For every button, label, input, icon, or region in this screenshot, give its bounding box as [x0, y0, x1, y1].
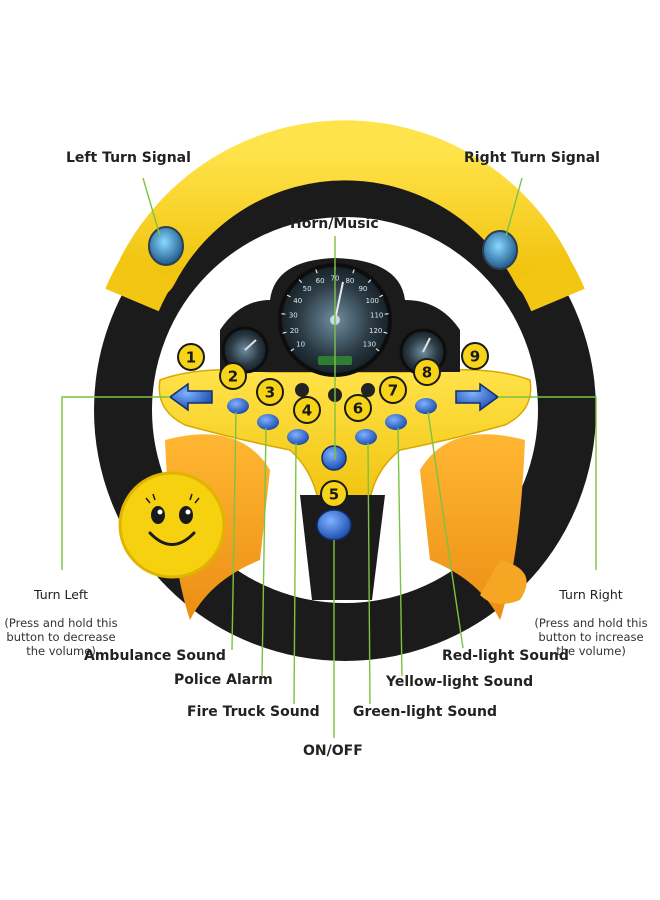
speedometer-needle: [334, 281, 344, 321]
smiley-face-icon: [118, 471, 226, 579]
label-red-light-sound: Red-light Sound: [442, 648, 569, 664]
turn-left-block: Turn Left (Press and hold this button to…: [2, 574, 120, 672]
label-on-off: ON/OFF: [303, 743, 363, 759]
label-turn-right: Turn Right: [559, 587, 623, 602]
speedometer-tick-mark: [282, 331, 287, 334]
left-turn-signal-lamp: [148, 226, 184, 266]
speedometer-tick-label: 110: [370, 312, 383, 320]
right-turn-signal-lamp: [482, 230, 518, 270]
green-light-sound-button[interactable]: [355, 429, 377, 445]
badge-3-text: 3: [265, 384, 275, 402]
ambulance-sound-button[interactable]: [227, 398, 249, 414]
badge-6: 6: [344, 394, 372, 422]
badge-2: 2: [219, 362, 247, 390]
label-left-turn-signal: Left Turn Signal: [66, 150, 191, 166]
turn-left-note: (Press and hold this button to decrease …: [4, 616, 118, 658]
badge-3: 3: [256, 378, 284, 406]
fire-truck-sound-button[interactable]: [287, 429, 309, 445]
speedometer-tick-label: 50: [303, 285, 312, 293]
speedometer-tick-label: 20: [290, 327, 299, 335]
speedometer-tick-label: 120: [369, 327, 382, 335]
horn-music-button[interactable]: [321, 445, 347, 471]
turn-right-note: (Press and hold this button to increase …: [534, 616, 648, 658]
label-green-light-sound: Green-light Sound: [353, 704, 497, 720]
badge-6-text: 6: [353, 400, 363, 418]
speedometer-tick-mark: [315, 269, 318, 274]
speedometer-tick-label: 80: [345, 277, 354, 285]
speedometer-tick-mark: [384, 313, 389, 315]
speedometer-tick-label: 40: [293, 297, 302, 305]
badge-8-text: 8: [422, 364, 432, 382]
speedometer-tick-label: 90: [358, 285, 367, 293]
badge-2-text: 2: [228, 368, 238, 386]
badge-5-text: 5: [329, 486, 339, 504]
yellow-light-sound-button[interactable]: [385, 414, 407, 430]
turn-right-block: Turn Right (Press and hold this button t…: [530, 574, 652, 672]
label-fire-truck-sound: Fire Truck Sound: [187, 704, 320, 720]
number-badges: 1 2 3 4 5 6 7 8 9: [177, 342, 489, 508]
speedometer-tick-mark: [375, 348, 380, 352]
on-off-switch[interactable]: [316, 509, 352, 541]
speedometer-tick-mark: [379, 294, 384, 298]
label-ambulance-sound: Ambulance Sound: [84, 648, 226, 664]
badge-7-text: 7: [388, 382, 398, 400]
left-arrow-icon[interactable]: [168, 382, 213, 412]
red-light-sound-button[interactable]: [415, 398, 437, 414]
badge-4: 4: [293, 396, 321, 424]
speedometer-tick-label: 30: [289, 312, 298, 320]
steering-wheel-rim: [94, 120, 596, 661]
speedometer-tick-mark: [286, 294, 291, 298]
leader-lines: [61, 177, 597, 738]
speedometer-tick-mark: [290, 348, 295, 352]
arrow-buttons: [168, 382, 500, 412]
speedometer-tick-label: 130: [363, 341, 376, 349]
label-yellow-light-sound: Yellow-light Sound: [386, 674, 534, 690]
badge-9-text: 9: [470, 348, 480, 366]
badge-1-text: 1: [186, 349, 196, 367]
speedometer-tick-mark: [281, 313, 286, 315]
badge-7: 7: [379, 376, 407, 404]
speedometer-tick-label: 100: [366, 297, 379, 305]
speedometer-tick-mark: [352, 269, 355, 274]
speedometer-tick-label: 60: [316, 277, 325, 285]
label-right-turn-signal: Right Turn Signal: [464, 150, 600, 166]
label-police-alarm: Police Alarm: [174, 672, 273, 688]
speedometer-tick-mark: [298, 279, 303, 284]
badge-5: 5: [320, 480, 348, 508]
badge-8: 8: [413, 358, 441, 386]
badge-1: 1: [177, 343, 205, 371]
sound-buttons: [227, 398, 437, 541]
speedometer-tick-mark: [383, 331, 388, 334]
badge-9: 9: [461, 342, 489, 370]
speedometer-tick-label: 10: [296, 341, 305, 349]
center-black-stem: [300, 495, 385, 600]
police-alarm-button[interactable]: [257, 414, 279, 430]
right-arrow-icon[interactable]: [455, 382, 500, 412]
badge-4-text: 4: [302, 402, 312, 420]
label-turn-left: Turn Left: [34, 587, 88, 602]
speedometer-tick-mark: [367, 279, 372, 284]
label-horn-music: Horn/Music: [290, 216, 379, 232]
